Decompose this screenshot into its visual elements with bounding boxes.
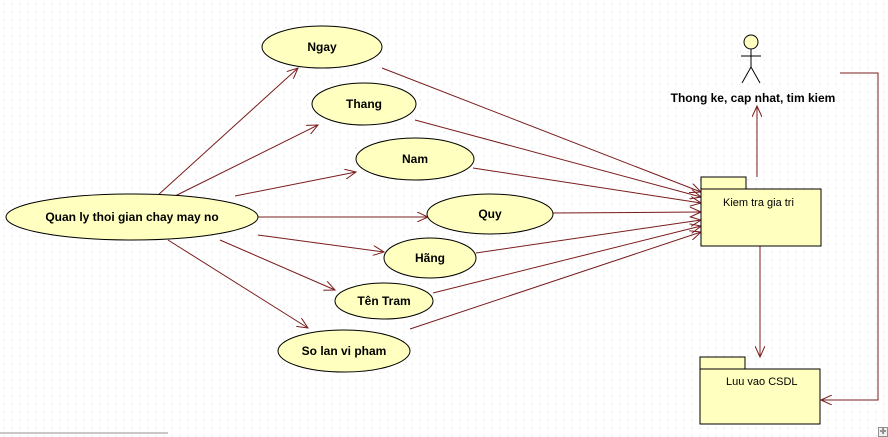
use-case-thang-label: Thang [346,97,382,111]
edge-main-so-lan [167,239,308,328]
edge-main-ten-tram [219,239,335,290]
edge-ngay-kiemtra [381,67,701,192]
package-tab [699,356,746,370]
use-case-hang[interactable]: Hãng [383,237,477,279]
actor[interactable]: Thong ke, cap nhat, tim kiem [671,34,836,105]
horizontal-scrollbar-track [0,432,168,434]
edges-to-kiem-tra [381,67,701,330]
use-case-hang-label: Hãng [415,251,445,265]
use-case-nam[interactable]: Nam [355,137,475,181]
use-case-ngay-label: Ngay [307,40,337,54]
package-luu-vao-label: Luu vao CSDL [726,376,798,388]
actor-icon [741,34,761,84]
edge-actor-luuvao [821,72,879,400]
package-kiem-tra-label: Kiem tra gia tri [723,197,794,209]
edge-hang-kiemtra [475,220,701,254]
edge-main-hang [257,234,384,252]
use-case-quy-label: Quy [478,207,502,221]
use-case-ten-tram[interactable]: Tên Tram [334,282,434,320]
use-case-quy[interactable]: Quy [426,193,554,235]
use-case-so-lan-label: So lan vi pham [302,344,387,358]
move-cross-icon[interactable]: ✛ [878,427,888,437]
use-case-main-label: Quan ly thoi gian chay may no [45,210,218,224]
edge-main-nam [234,172,356,197]
use-case-so-lan[interactable]: So lan vi pham [277,329,411,373]
use-case-nam-label: Nam [402,152,428,166]
edge-main-ngay [156,68,298,197]
edge-nam-kiemtra [472,167,701,203]
edge-main-thang [174,125,318,197]
use-case-ngay[interactable]: Ngay [261,25,383,69]
package-kiem-tra[interactable]: Kiem tra gia tri [700,176,822,247]
use-case-ten-tram-label: Tên Tram [357,294,410,308]
actor-label: Thong ke, cap nhat, tim kiem [671,91,836,105]
package-links [757,72,879,400]
package-tab [700,176,747,190]
edge-thang-kiemtra [414,119,701,197]
use-case-main[interactable]: Quan ly thoi gian chay may no [5,193,259,241]
edges-from-main [156,68,428,328]
edge-tentram-kiemtra [432,226,701,294]
package-luu-vao[interactable]: Luu vao CSDL [699,356,821,425]
edge-quy-kiemtra [552,212,701,213]
use-case-thang[interactable]: Thang [311,82,417,126]
edge-solan-kiemtra [409,232,701,330]
